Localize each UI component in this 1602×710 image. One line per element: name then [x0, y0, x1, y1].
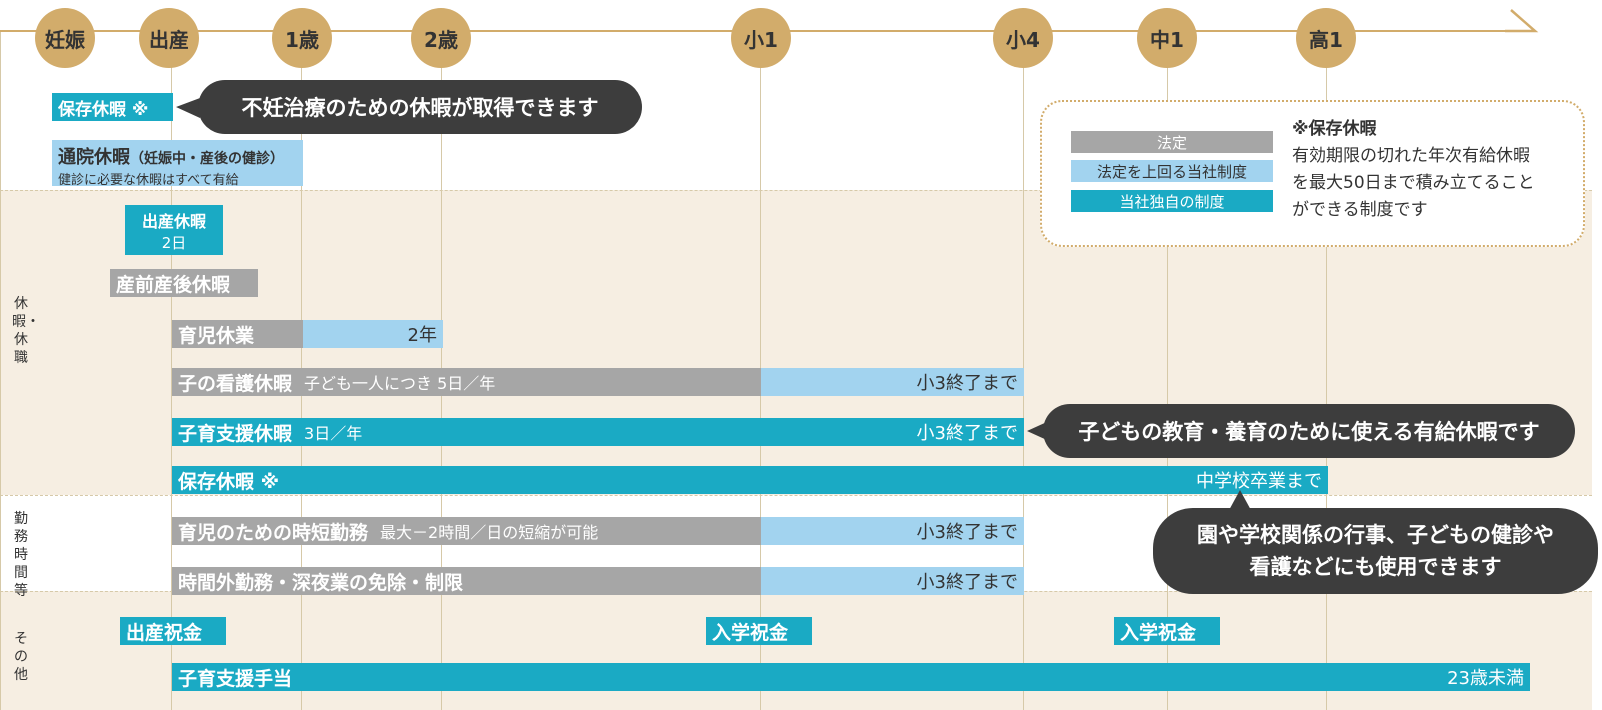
bar-nyugaku-chu1: 入学祝金 — [1114, 617, 1220, 645]
timeline-arrow-icon — [1505, 9, 1539, 33]
bar-tsuin: 通院休暇（妊娠中・産後の健診） 健診に必要な休暇はすべて有給 — [52, 140, 303, 188]
stage-1sai: 1歳 — [272, 8, 332, 68]
legend-note-line: を最大50日まで積み立てること — [1292, 173, 1535, 193]
stage-ko1: 高1 — [1296, 8, 1356, 68]
kango-sub: 子ども一人につき 5日／年 — [304, 374, 496, 393]
callout-kyoiku: 子どもの教育・養育のために使える有給休暇です — [1043, 404, 1575, 458]
stage-line — [1326, 58, 1327, 710]
kosodate-shien-end: 小3終了まで — [916, 423, 1018, 444]
legend-hotei: 法定 — [1071, 131, 1273, 153]
stage-sho4: 小4 — [993, 8, 1053, 68]
jitan-sub: 最大－2時間／日の短縮が可能 — [380, 523, 599, 542]
stage-line — [1167, 58, 1168, 710]
hozon-post-end: 中学校卒業まで — [1196, 471, 1322, 492]
left-guide — [0, 30, 1, 710]
shussan-kyuka-days: 2日 — [161, 234, 187, 252]
bar-nyugaku-sho1: 入学祝金 — [706, 617, 812, 645]
shussan-kyuka-label: 出産休暇 — [141, 212, 206, 231]
ikuji-kyugyo-end: 2年 — [407, 325, 437, 346]
legend-note-title: ※保存休暇 — [1292, 119, 1377, 139]
bar-teate: 子育支援手当 23歳未満 — [172, 663, 1530, 691]
bar-ikuji-kyugyo: 育児休業 — [172, 320, 303, 348]
legend-uwamawaru: 法定を上回る当社制度 — [1071, 160, 1273, 182]
callout-en-line: 園や学校関係の行事、子どもの健診や — [1197, 523, 1554, 547]
bar-kango: 子の看護休暇子ども一人につき 5日／年 — [172, 368, 761, 396]
teate-label: 子育支援手当 — [178, 667, 293, 690]
bar-shussan-kyuka: 出産休暇 2日 — [125, 205, 223, 255]
divider — [0, 495, 1592, 496]
kango-end: 小3終了まで — [916, 373, 1018, 394]
callout-pointer — [176, 98, 200, 118]
jitan-label: 育児のための時短勤務 — [178, 521, 369, 544]
stage-2sai: 2歳 — [411, 8, 471, 68]
bar-sanzen-sango: 産前産後休暇 — [110, 269, 258, 297]
tsuin-label: 通院休暇 — [58, 147, 130, 168]
bar-jitan-ext: 小3終了まで — [761, 517, 1024, 545]
section-label-kinmu: 勤務時間等 — [14, 511, 28, 599]
tsuin-paren: （妊娠中・産後の健診） — [130, 151, 284, 167]
stage-ninshin: 妊娠 — [35, 8, 95, 68]
bar-shussan-iwai: 出産祝金 — [120, 617, 226, 645]
divider — [0, 190, 1592, 191]
kosodate-shien-sub: 3日／年 — [304, 424, 363, 443]
legend-note: ※保存休暇 有効期限の切れた年次有給休暇 を最大50日まで積み立てること ができ… — [1292, 116, 1535, 224]
bar-jitan: 育児のための時短勤務最大－2時間／日の短縮が可能 — [172, 517, 761, 545]
bar-kosodate-shien: 子育支援休暇 3日／年 小3終了まで — [172, 418, 1024, 446]
bar-ikuji-kyugyo-ext: 2年 — [303, 320, 443, 348]
bar-hozon-pre: 保存休暇 ※ — [52, 93, 173, 121]
kango-label: 子の看護休暇 — [178, 372, 293, 395]
legend-note-line: 有効期限の切れた年次有給休暇 — [1292, 146, 1530, 166]
stage-line — [171, 58, 172, 710]
section-label-kyuka: 休暇・休職 — [12, 296, 40, 366]
stage-sho1: 小1 — [731, 8, 791, 68]
teate-end: 23歳未満 — [1447, 668, 1524, 689]
jitan-end: 小3終了まで — [916, 522, 1018, 543]
section-label-sonota: その他 — [14, 631, 28, 683]
hozon-post-label: 保存休暇 ※ — [178, 470, 280, 493]
stage-chu1: 中1 — [1137, 8, 1197, 68]
callout-en: 園や学校関係の行事、子どもの健診や 看護などにも使用できます — [1153, 508, 1598, 594]
legend-note-line: ができる制度です — [1292, 200, 1428, 220]
tsuin-sub: 健診に必要な休暇はすべて有給 — [58, 173, 239, 188]
bar-kango-ext: 小3終了まで — [761, 368, 1024, 396]
stage-shussan: 出産 — [139, 8, 199, 68]
bar-hozon-post: 保存休暇 ※ 中学校卒業まで — [172, 466, 1328, 494]
callout-en-line: 看護などにも使用できます — [1249, 555, 1502, 579]
bar-jikangai: 時間外勤務・深夜業の免除・制限 — [172, 567, 761, 595]
jikangai-end: 小3終了まで — [916, 572, 1018, 593]
section-band-sonota — [0, 591, 1592, 710]
kosodate-shien-label: 子育支援休暇 — [178, 422, 293, 445]
callout-funin: 不妊治療のための休暇が取得できます — [198, 80, 642, 134]
bar-jikangai-ext: 小3終了まで — [761, 567, 1024, 595]
callout-pointer — [1228, 490, 1252, 512]
legend-dokuji: 当社独自の制度 — [1071, 190, 1273, 212]
